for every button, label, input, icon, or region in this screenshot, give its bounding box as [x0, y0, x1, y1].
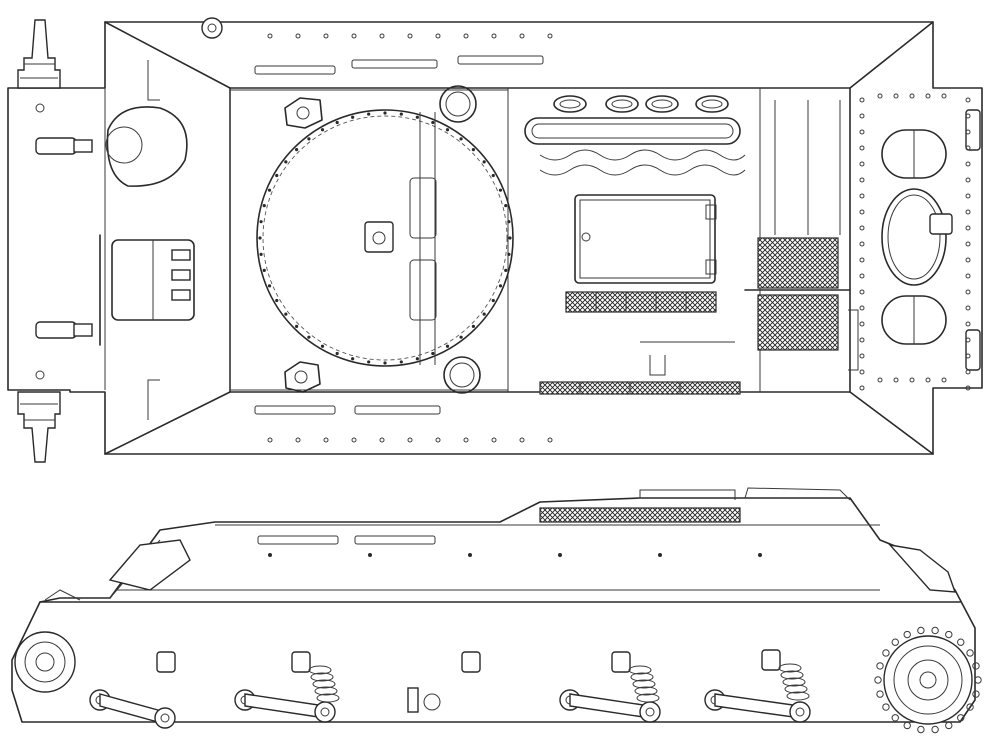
- final-drive-right: [17, 391, 61, 463]
- final-drive-left: [17, 19, 61, 89]
- fan-cover-top: [439, 85, 477, 123]
- front-drive-sprocket: [14, 631, 76, 693]
- side-hull-outline: [11, 497, 976, 723]
- front-glacis-line-top: [104, 21, 231, 89]
- hull-rivets: [267, 33, 971, 443]
- track-return-stops: [156, 649, 810, 703]
- side-hull-rivets: [268, 553, 762, 557]
- radiator-grille-lower: [757, 294, 839, 351]
- engine-air-intake-slot: [524, 117, 741, 145]
- front-headlight: [108, 539, 191, 591]
- rear-idler-wheel: [874, 626, 982, 734]
- side-engine-grille: [539, 507, 741, 523]
- front-right-tow-hook: [35, 321, 93, 380]
- engine-deck-louvres-mid: [565, 291, 717, 313]
- front-left-tow-hook: [35, 103, 93, 155]
- engine-access-hatch: [574, 194, 716, 284]
- turret-ring-bolts: [258, 111, 512, 365]
- rear-transmission-hatch: [881, 188, 947, 286]
- fan-cover-bottom: [443, 356, 481, 394]
- rear-slope-line-top: [849, 21, 934, 89]
- engine-inspection-ports: [553, 95, 729, 113]
- suspension-units: [89, 689, 811, 729]
- lifting-eye: [201, 17, 223, 39]
- radiator-grille-upper: [757, 237, 839, 289]
- engine-deck-louvres-bottom: [539, 381, 741, 395]
- rear-slope-line-bottom: [849, 391, 934, 455]
- driver-hatch: [106, 106, 188, 187]
- front-glacis-line-bottom: [104, 391, 231, 455]
- turret-center-plate: [364, 221, 394, 253]
- top-view: [7, 17, 983, 463]
- side-view: [11, 487, 982, 734]
- turret-ring: [256, 109, 514, 367]
